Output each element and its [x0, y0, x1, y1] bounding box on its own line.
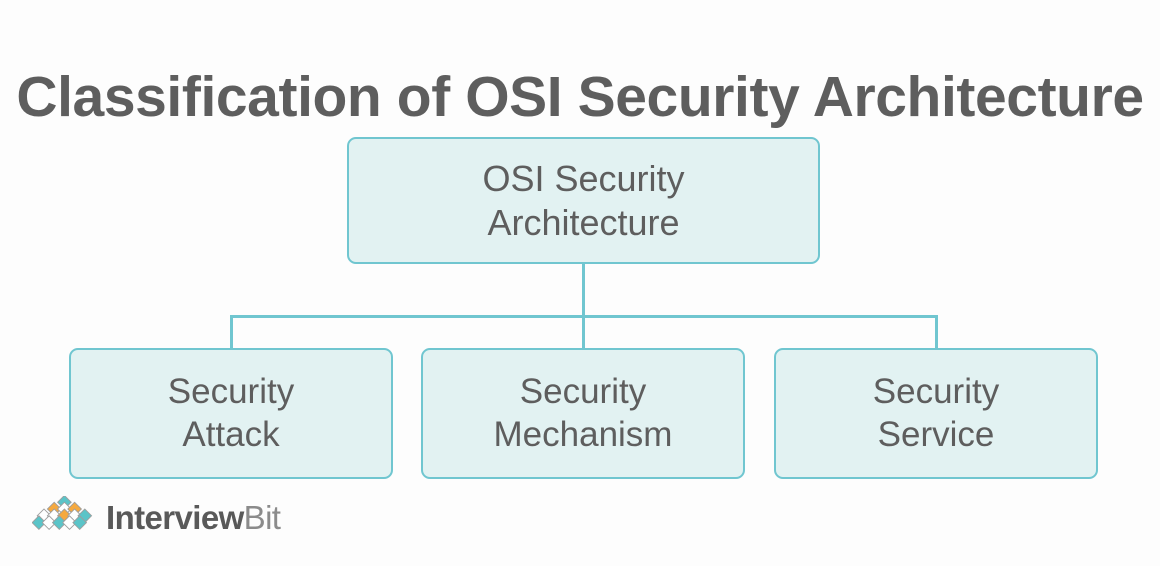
node-security-service[interactable]: Security Service — [774, 348, 1098, 479]
interviewbit-logo-mark — [32, 496, 93, 531]
node-label: Security Mechanism — [493, 371, 673, 454]
node-security-mechanism[interactable]: Security Mechanism — [421, 348, 745, 479]
interviewbit-logo[interactable]: InterviewBit — [32, 494, 281, 540]
logo-word-bit: Bit — [243, 498, 281, 536]
node-security-attack[interactable]: Security Attack — [69, 348, 393, 479]
node-label: OSI Security Architecture — [482, 157, 685, 243]
logo-word-interview: Interview — [106, 498, 244, 536]
interviewbit-logo-text: InterviewBit — [106, 498, 281, 536]
node-label: Security Service — [872, 371, 1000, 454]
node-osi-security-architecture[interactable]: OSI Security Architecture — [347, 137, 820, 264]
node-label: Security Attack — [167, 371, 295, 454]
page-title: Classification of OSI Security Architect… — [16, 65, 1144, 130]
